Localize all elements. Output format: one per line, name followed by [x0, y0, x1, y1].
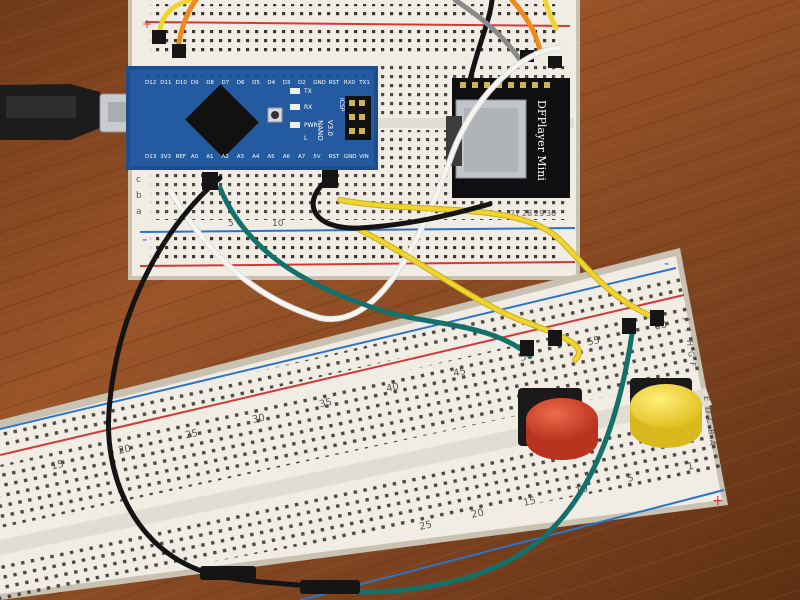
row-letter-a: a	[136, 207, 142, 217]
col-num-10: 10	[272, 219, 284, 229]
yellow-push-button[interactable]	[630, 378, 702, 448]
dfplayer-mini-module: DFPlayer Mini	[446, 78, 570, 198]
nano-led-rx: RX	[304, 104, 312, 111]
bb-col-lower-25: 25	[418, 519, 433, 533]
col-num-28: 28	[522, 209, 532, 218]
dfplayer-label: DFPlayer Mini	[535, 100, 548, 181]
bb-col-upper-30: 30	[251, 412, 266, 426]
bb-col-lower-20: 20	[470, 507, 485, 521]
nano-pin-top-d12: D12	[145, 80, 156, 86]
nano-pin-top-d6: D6	[237, 80, 245, 86]
nano-led-tx: TX	[303, 88, 312, 95]
bottom-plus-sign: +	[712, 493, 724, 509]
nano-pin-top-tx1: TX1	[358, 80, 370, 86]
bb-col-upper-20: 20	[117, 443, 132, 457]
bb-row-a: A	[708, 440, 717, 446]
nano-pin-bottom-a1: A1	[206, 154, 213, 160]
bb-col-upper-45: 45	[452, 366, 467, 380]
nano-pin-bottom-5v: 5V	[313, 154, 320, 160]
top-minus-sign: -	[142, 232, 147, 248]
bottom-column-numbers-upper: 6055504540353025201510	[50, 319, 668, 473]
bb-row-e: E	[702, 396, 711, 401]
nano-pin-top-rst: RST	[329, 80, 340, 86]
red-push-button[interactable]	[518, 388, 598, 460]
nano-pin-top-d11: D11	[160, 80, 171, 86]
nano-pin-top-d7: D7	[222, 80, 230, 86]
bb-row-b: B	[707, 429, 716, 435]
nano-model-label: NANO	[316, 120, 324, 141]
row-letter-b: b	[136, 191, 142, 201]
row-letter-c: c	[136, 175, 141, 185]
nano-icsp-label: ICSP	[338, 98, 345, 112]
nano-pin-bottom-a6: A6	[283, 154, 291, 160]
nano-pin-top-d5: D5	[252, 80, 260, 86]
nano-pin-bottom-vin: VIN	[359, 154, 369, 160]
nano-pin-top-d9: D9	[191, 80, 199, 86]
bottom-row-letters-upper: J I HGF	[682, 317, 697, 367]
nano-pin-bottom-a3: A3	[237, 154, 245, 160]
bb-col-lower-1: 1	[686, 461, 695, 473]
bb-row-i: I	[684, 329, 693, 331]
nano-led-l: L	[304, 135, 308, 142]
nano-pin-bottom-gnd: GND	[344, 154, 357, 160]
bb-col-lower-5: 5	[626, 473, 635, 485]
nano-pin-bottom-a2: A2	[222, 154, 229, 160]
nano-led-pwr: PWR	[304, 122, 318, 129]
col-num-30: 30	[546, 209, 556, 218]
nano-pin-bottom-a0: A0	[191, 154, 199, 160]
top-plus-sign: +	[142, 17, 152, 31]
nano-pin-top-gnd: GND	[313, 80, 326, 86]
nano-pin-top-d3: D3	[283, 80, 291, 86]
nano-pin-bottom-d13: D13	[145, 154, 157, 160]
bb-col-upper-35: 35	[318, 397, 333, 411]
bb-row-h: H	[685, 340, 694, 346]
bb-col-lower-15: 15	[522, 495, 537, 509]
nano-pin-bottom-3v3: 3V3	[160, 154, 171, 160]
bb-row-f: F	[688, 362, 697, 367]
col-num-27: 27	[510, 209, 520, 218]
bb-col-upper-25: 25	[184, 428, 199, 442]
nano-pin-top-d4: D4	[267, 80, 275, 86]
nano-pin-top-d2: D2	[298, 80, 306, 86]
nano-pin-bottom-a5: A5	[267, 154, 275, 160]
nano-pin-top-d10: D10	[176, 80, 188, 86]
bb-col-upper-55: 55	[586, 335, 601, 349]
nano-pin-bottom-rst: RST	[329, 154, 340, 160]
jumper-wires	[106, 45, 664, 595]
nano-pin-top-rx0: RX0	[344, 80, 356, 86]
col-num-5: 5	[228, 219, 234, 229]
nano-pin-top-d8: D8	[206, 80, 214, 86]
bb-row-j: J	[682, 317, 691, 320]
bb-row-c: C	[705, 418, 714, 424]
top-wires	[152, 0, 562, 83]
nano-pin-bottom-ref: REF	[176, 154, 186, 160]
bb-col-upper-15: 15	[50, 459, 65, 473]
nano-version-label: V3.0	[326, 120, 334, 136]
bottom-minus-sign: -	[664, 256, 669, 272]
bb-row-d: D	[704, 407, 713, 413]
nano-pin-bottom-a4: A4	[252, 154, 260, 160]
bb-row-g: G	[687, 351, 696, 357]
nano-pin-bottom-a7: A7	[298, 154, 306, 160]
bb-col-upper-40: 40	[385, 381, 400, 395]
col-num-29: 29	[534, 209, 544, 218]
